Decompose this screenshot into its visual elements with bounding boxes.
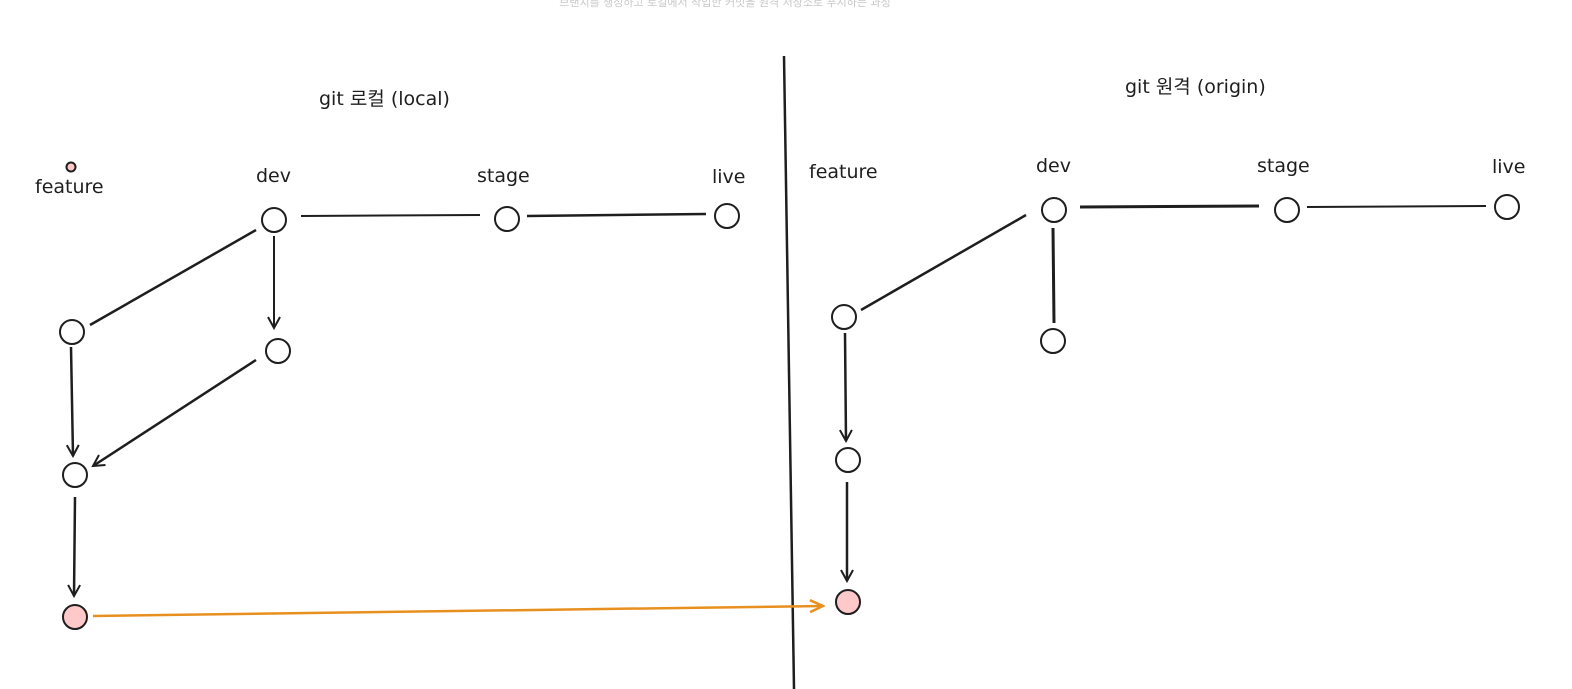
- origin-feature-pushed-commit: [835, 589, 861, 615]
- local-label-live: live: [712, 166, 746, 188]
- origin-dev-commit-line: [1051, 227, 1056, 324]
- origin-stage-node: [1274, 197, 1300, 223]
- origin-feature-commit-1: [831, 304, 857, 330]
- local-merge-to-new-arrow: [74, 496, 75, 596]
- local-live-node: [714, 203, 740, 229]
- caption: 브랜치를 생성하고 로컬에서 작업한 커밋을 원격 저장소로 푸시하는 과정: [559, 0, 891, 9]
- local-stage-node: [494, 206, 520, 232]
- origin-dev-to-feature-line: [860, 213, 1027, 312]
- local-feature-to-merge-arrow: [71, 346, 73, 456]
- local-feature-merge-commit: [62, 462, 88, 488]
- origin-label-dev: dev: [1036, 155, 1071, 177]
- origin-label-feature: feature: [809, 161, 878, 183]
- local-label-dev: dev: [256, 165, 291, 187]
- local-label-stage: stage: [477, 165, 530, 187]
- origin-label-stage: stage: [1257, 155, 1310, 177]
- local-dev-to-merge-arrow: [93, 358, 257, 466]
- origin-title: git 원격 (origin): [1125, 76, 1266, 98]
- local-stage-live-line: [526, 212, 707, 218]
- local-label-feature: feature: [35, 176, 104, 198]
- origin-label-live: live: [1492, 156, 1526, 178]
- local-dev-to-feature-line: [89, 228, 257, 327]
- origin-stage-live-line: [1306, 205, 1487, 208]
- origin-feature-commit-2: [835, 447, 861, 473]
- origin-dev-stage-line: [1079, 204, 1260, 209]
- origin-live-node: [1494, 194, 1520, 220]
- local-dev-commit-1: [265, 338, 291, 364]
- origin-dev-node: [1041, 197, 1067, 223]
- local-dev-node: [261, 207, 287, 233]
- divider-line: [782, 55, 796, 689]
- local-title: git 로컬 (local): [319, 88, 450, 110]
- local-feature-new-commit: [62, 604, 88, 630]
- local-feature-dot: [65, 161, 77, 173]
- local-feature-commit-1: [59, 319, 85, 345]
- push-arrow: [92, 606, 823, 618]
- origin-dev-commit-1: [1040, 328, 1066, 354]
- local-dev-stage-line: [300, 214, 481, 217]
- origin-feature-arrow-1: [845, 332, 846, 441]
